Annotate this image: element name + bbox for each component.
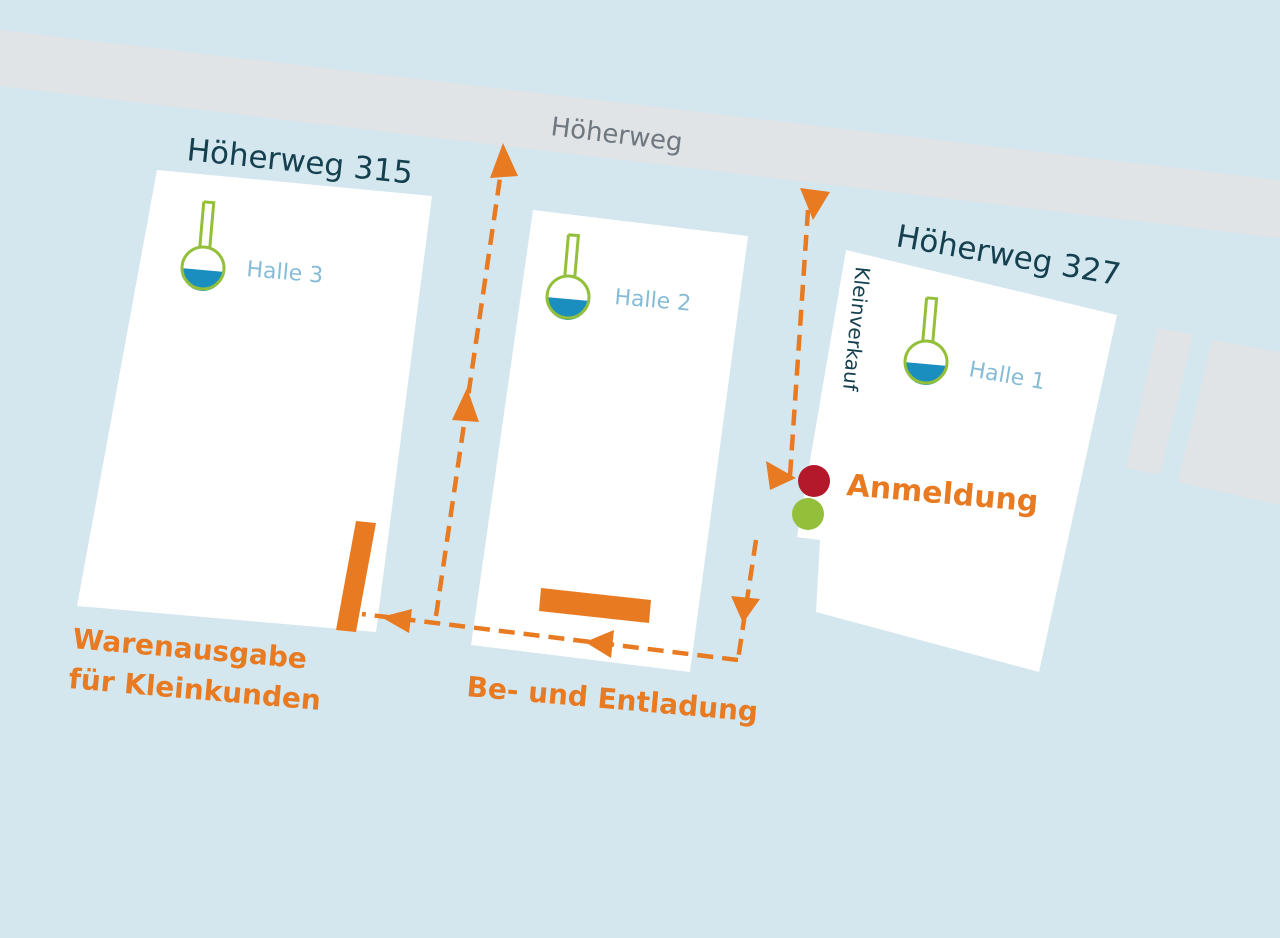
street-hoeherweg <box>0 30 1280 238</box>
building-hall-1 <box>797 250 1117 672</box>
neighbor-structure-1 <box>1126 328 1193 475</box>
signal-light-icon <box>798 465 830 497</box>
flask-icon <box>180 200 226 291</box>
neighbor-structure-2 <box>1178 340 1280 505</box>
arrow-icon <box>452 388 479 422</box>
building-hall-3 <box>77 170 432 632</box>
arrow-icon <box>490 143 518 178</box>
arrow-icon <box>381 609 412 633</box>
flask-icon <box>903 296 949 385</box>
flask-icon <box>545 233 591 320</box>
arrow-icon <box>766 461 796 490</box>
route-loading-to-pickup <box>361 611 739 663</box>
arrow-icon <box>800 188 830 220</box>
loading-label: Be- und Entladung <box>465 670 759 728</box>
arrow-icon <box>731 596 760 623</box>
pickup-gate-marker <box>336 521 376 632</box>
route-from-street-to-registration <box>787 209 811 477</box>
building-hall-2 <box>471 210 748 672</box>
loading-dock-marker <box>539 588 651 623</box>
arrow-icon <box>585 630 614 658</box>
signal-light-icon <box>792 498 824 530</box>
